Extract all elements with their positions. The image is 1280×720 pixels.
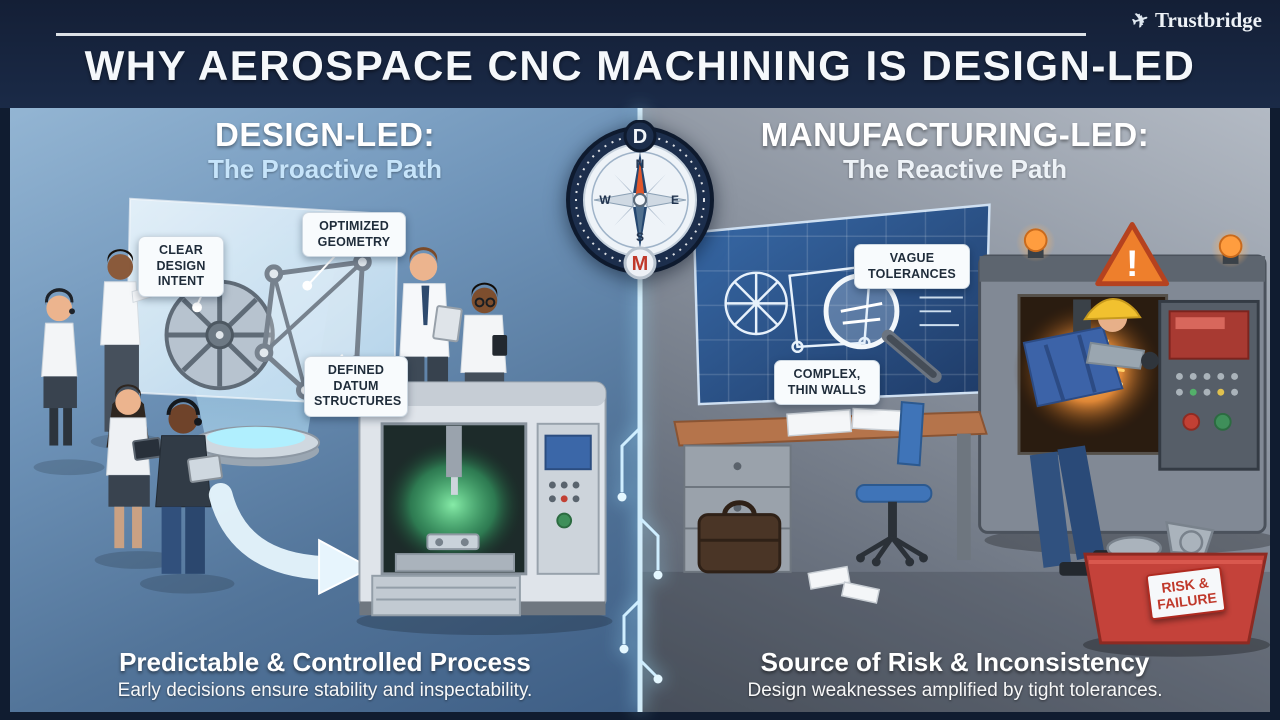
design-led-footer-title: Predictable & Controlled Process: [119, 647, 531, 677]
callout-defined-datum-structures: DEFINED DATUM STRUCTURES: [304, 356, 408, 417]
manufacturing-led-heading: MANUFACTURING-LED: The Reactive Path: [640, 116, 1270, 185]
person-reviewer-tie: [399, 247, 463, 452]
design-led-panel: DESIGN-LED: The Proactive Path: [10, 108, 640, 712]
manufacturing-led-footer-subtitle: Design weaknesses amplified by tight tol…: [747, 680, 1163, 701]
manufacturing-led-scene: !: [640, 203, 1270, 712]
loose-drawings: [786, 407, 911, 604]
machinist-worker: [1022, 297, 1159, 576]
plane-icon: ✈: [1129, 7, 1153, 35]
manufacturing-led-subtitle: The Reactive Path: [843, 154, 1067, 184]
rejected-parts: [1106, 521, 1215, 561]
fixture-table: [371, 574, 521, 617]
svg-text:N: N: [636, 157, 645, 171]
person-headset-tablet: [155, 398, 223, 574]
svg-text:S: S: [636, 230, 644, 244]
design-led-heading: DESIGN-LED: The Proactive Path: [10, 116, 640, 185]
turbine-blueprint: [164, 279, 275, 391]
machined-part: [426, 533, 480, 551]
person-analyst: [41, 288, 78, 446]
title-rule: [56, 33, 1086, 36]
person-tablet-woman: [105, 384, 163, 549]
engineer-group: [33, 247, 508, 594]
callout-optimized-geometry: OPTIMIZED GEOMETRY: [302, 212, 406, 258]
process-arrow: [208, 483, 373, 596]
callout-clear-design-intent: CLEAR DESIGN INTENT: [138, 236, 224, 297]
work-desk: [673, 407, 988, 604]
cnc-machine-clean: [356, 381, 613, 636]
risk-failure-label: RISK & FAILURE: [1145, 565, 1227, 621]
blueprint-part-drawing: [724, 259, 877, 354]
cnc-machine-risky: !: [978, 221, 1270, 556]
manufacturing-led-footer-title: Source of Risk & Inconsistency: [760, 647, 1150, 677]
machine-control-panel-risky: [1158, 299, 1260, 471]
svg-text:!: !: [1126, 242, 1138, 284]
design-led-title: DESIGN-LED:: [215, 116, 435, 153]
manufacturing-led-footer: Source of Risk & Inconsistency Design we…: [640, 647, 1270, 702]
compass-letter-m: M: [632, 253, 649, 275]
design-led-footer: Predictable & Controlled Process Early d…: [10, 647, 640, 702]
brand-logo: ✈ Trustbridge: [1129, 7, 1262, 35]
manufacturing-led-title: MANUFACTURING-LED:: [760, 116, 1150, 153]
warning-triangle-icon: !: [1095, 221, 1170, 287]
machine-control-panel: [536, 422, 600, 575]
compass-letter-d: D: [633, 126, 647, 148]
person-glasses: [460, 282, 508, 424]
page-title: WHY AEROSPACE CNC MACHINING IS DESIGN-LE…: [84, 42, 1196, 89]
warning-beacon-left: [1016, 222, 1056, 262]
svg-text:E: E: [671, 193, 679, 207]
compass: N E S W D M: [566, 120, 714, 280]
briefcase: [697, 500, 782, 574]
header-band: ✈ Trustbridge WHY AEROSPACE CNC MACHININ…: [0, 0, 1280, 108]
callout-complex-thin-walls: COMPLEX, THIN WALLS: [774, 360, 880, 406]
brand-name: Trustbridge: [1155, 8, 1262, 32]
manufacturing-led-panel: MANUFACTURING-LED: The Reactive Path: [640, 108, 1270, 712]
callout-vague-tolerances: VAGUE TOLERANCES: [854, 244, 970, 290]
design-led-subtitle: The Proactive Path: [207, 154, 443, 184]
warning-beacon-right: [1210, 228, 1251, 268]
office-chair: [855, 401, 933, 567]
sparks: [1090, 339, 1129, 392]
design-led-footer-subtitle: Early decisions ensure stability and ins…: [117, 680, 533, 701]
svg-text:W: W: [599, 193, 611, 207]
